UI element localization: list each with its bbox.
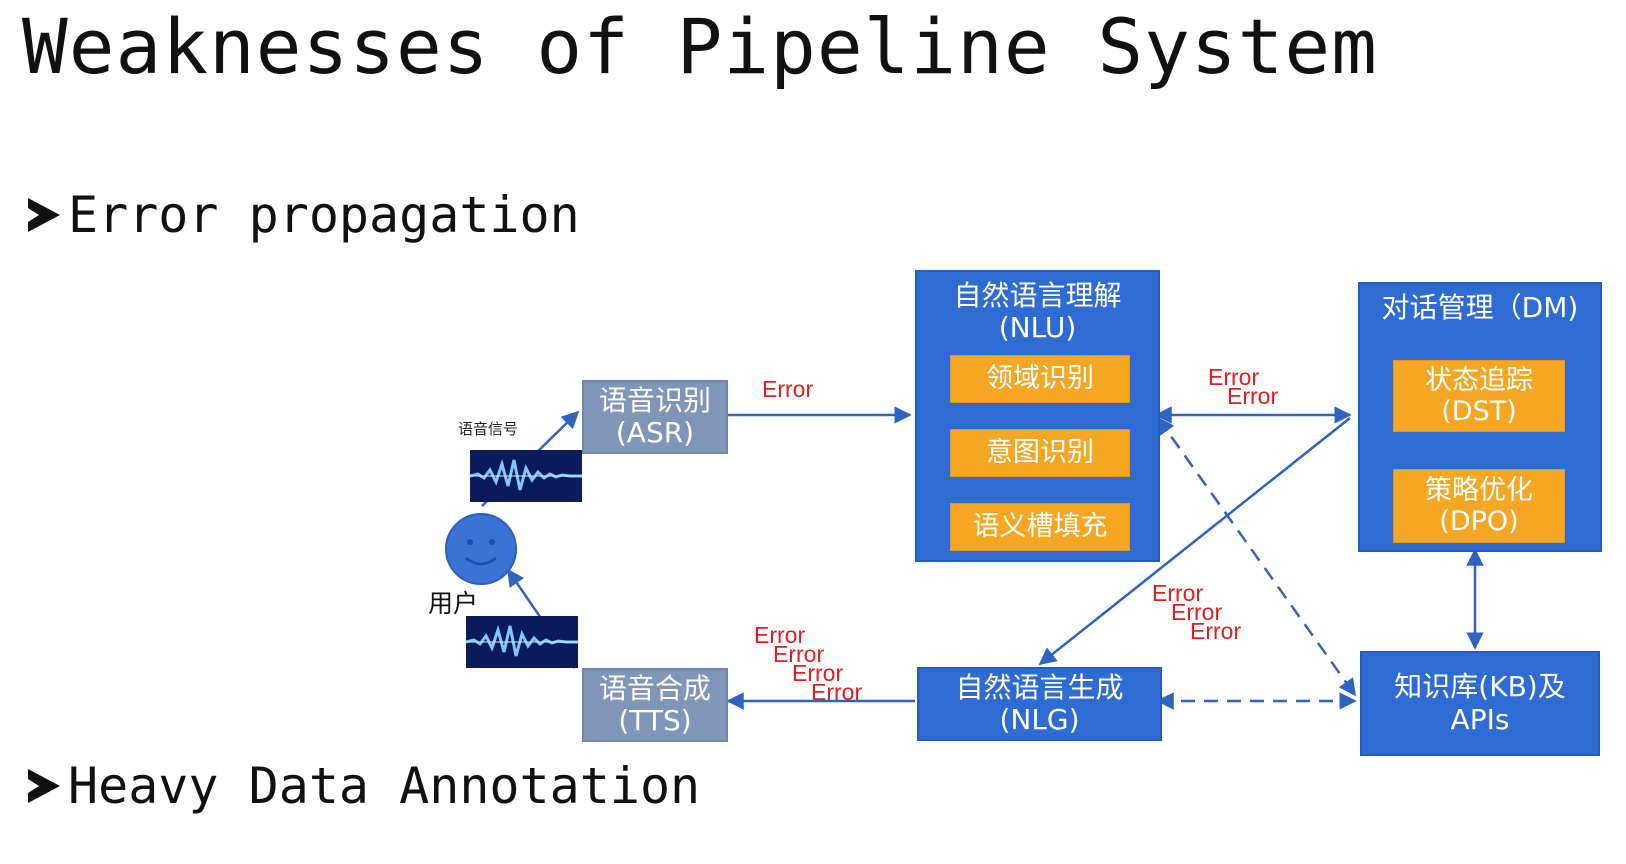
page-title: Weaknesses of Pipeline System (22, 2, 1378, 91)
nlg-line2: (NLG) (999, 703, 1080, 736)
user-label: 用户 (428, 589, 479, 618)
asr-box: 语音识别 (ASR) (582, 380, 728, 454)
asr-line1: 语音识别 (598, 383, 711, 417)
dpo-line2: (DPO) (1439, 506, 1519, 537)
tts-box: 语音合成 (TTS) (582, 668, 728, 742)
error-label-nlu-dm-2: Error (1227, 383, 1279, 409)
bullet-error-propagation: Error propagation (28, 186, 580, 244)
error-label-nlg-tts-4: Error (811, 679, 863, 705)
kb-line1: 知识库(KB)及 (1394, 670, 1566, 704)
nlg-line1: 自然语言生成 (955, 670, 1124, 704)
bullet-text: Heavy Data Annotation (68, 757, 701, 815)
dst-box: 状态追踪 (DST) (1393, 360, 1565, 432)
waveform-output-icon (466, 616, 578, 668)
dst-line1: 状态追踪 (1425, 364, 1533, 396)
dpo-line1: 策略优化 (1425, 474, 1533, 506)
nlu-step-intent: 意图识别 (950, 429, 1130, 477)
waveform-input-icon (470, 450, 582, 502)
dpo-box: 策略优化 (DPO) (1393, 469, 1565, 543)
dm-title: 对话管理（DM) (1381, 291, 1579, 324)
bullet-arrow-icon (28, 198, 60, 232)
kb-box: 知识库(KB)及 APIs (1360, 651, 1600, 756)
asr-line2: (ASR) (615, 416, 695, 449)
bullet-arrow-icon (28, 769, 60, 803)
nlu-line1: 自然语言理解 (953, 279, 1122, 312)
kb-line2: APIs (1450, 702, 1510, 736)
error-label-dm-nlg-1: Error (1152, 580, 1204, 606)
error-label-asr-nlu: Error (762, 376, 814, 402)
speech-signal-label: 语音信号 (458, 420, 519, 438)
dst-line2: (DST) (1441, 396, 1517, 427)
error-label-nlg-tts-1: Error (754, 622, 806, 648)
user-smiley-icon (444, 512, 518, 586)
error-label-dm-nlg-2: Error (1171, 599, 1223, 625)
error-label-nlg-tts-3: Error (792, 660, 844, 686)
tts-line1: 语音合成 (598, 671, 711, 705)
error-label-nlu-dm-1: Error (1208, 364, 1260, 390)
tts-line2: (TTS) (618, 704, 692, 737)
arrow-nlu-kb (1156, 416, 1357, 697)
error-label-dm-nlg-3: Error (1190, 618, 1242, 644)
nlu-step-domain: 领域识别 (950, 355, 1130, 403)
error-label-nlg-tts-2: Error (773, 641, 825, 667)
bullet-heavy-data-annotation: Heavy Data Annotation (28, 757, 700, 815)
nlg-box: 自然语言生成 (NLG) (917, 667, 1162, 741)
bullet-text: Error propagation (68, 186, 580, 244)
nlu-step-slot: 语义槽填充 (950, 503, 1130, 551)
nlu-line2: (NLU) (998, 311, 1077, 345)
